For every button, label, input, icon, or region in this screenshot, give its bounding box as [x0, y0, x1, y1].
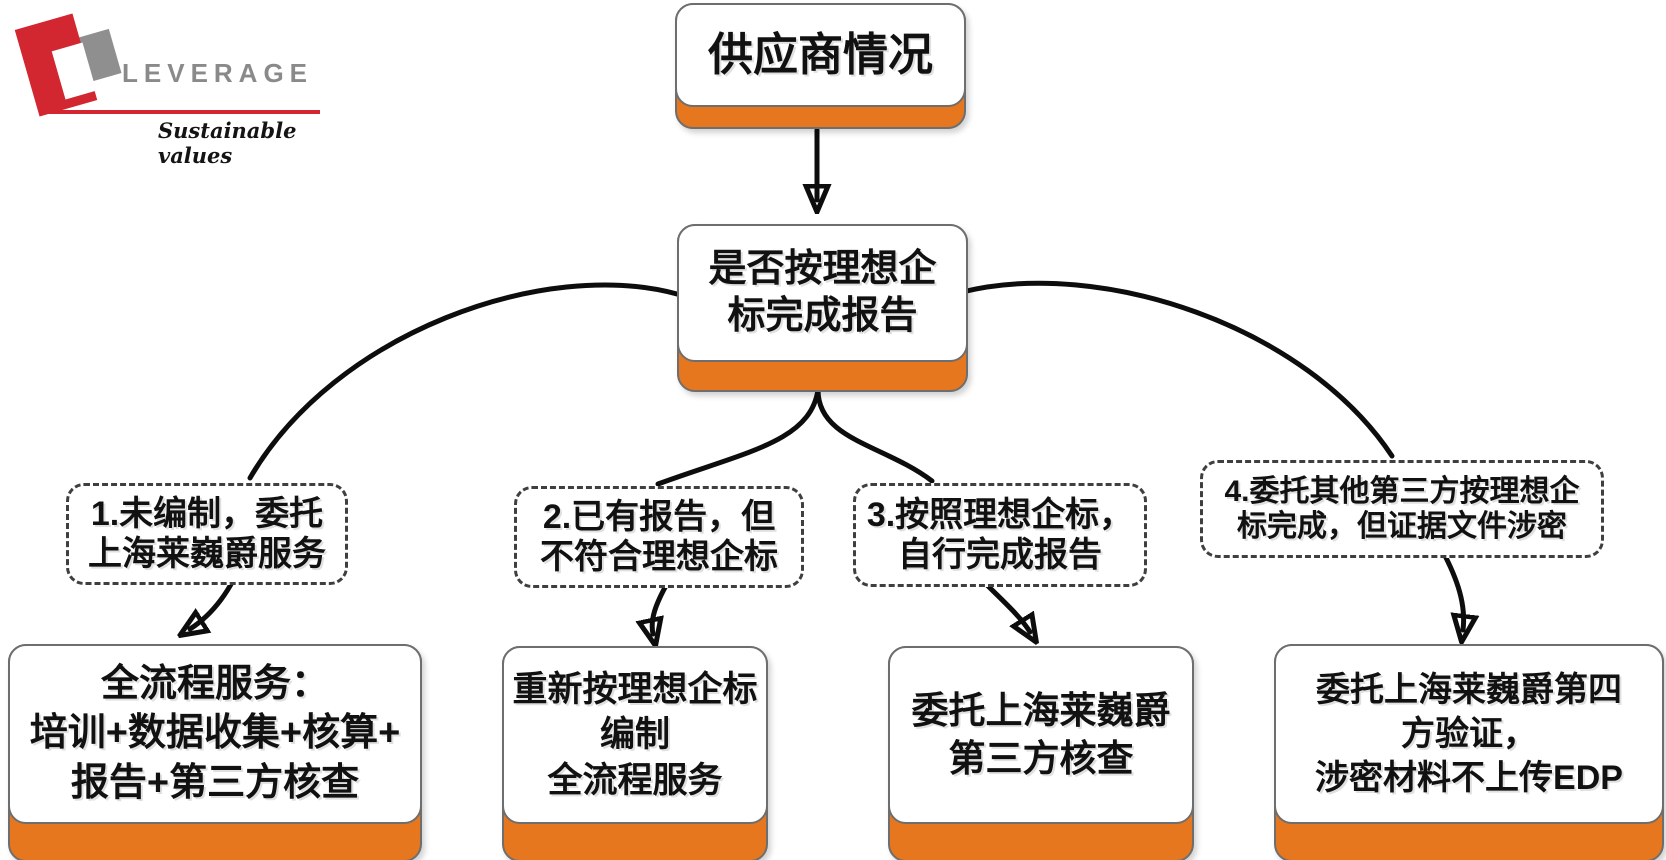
node-start-face: 供应商情况: [675, 3, 966, 107]
result-box-2-face: 重新按理想企标 编制 全流程服务: [502, 646, 768, 824]
company-logo: LEVERAGE Sustainable values: [10, 6, 320, 168]
result-4-line2: 方验证，: [1401, 714, 1537, 753]
brand-name: LEVERAGE: [122, 58, 314, 88]
result-2-line3: 全流程服务: [547, 760, 723, 800]
condition-box-3: 3.按照理想企标， 自行完成报告: [853, 483, 1147, 587]
condition-1-line1: 1.未编制，委托: [90, 494, 324, 533]
result-box-3-face: 委托上海莱巍爵 第三方核查: [888, 646, 1194, 824]
result-box-2: 重新按理想企标 编制 全流程服务: [502, 646, 768, 860]
brand-underline: [48, 110, 320, 114]
node-decision-face: 是否按理想企 标完成报告: [677, 224, 968, 362]
condition-2-line1: 2.已有报告，但: [542, 497, 776, 536]
condition-box-4: 4.委托其他第三方按理想企 标完成，但证据文件涉密: [1200, 460, 1604, 558]
brand-tagline: Sustainable values: [158, 118, 297, 168]
node-start-label: 供应商情况: [707, 29, 933, 81]
result-1-line3: 报告+第三方核查: [70, 761, 360, 804]
result-1-line1: 全流程服务：: [100, 662, 329, 705]
node-decision: 是否按理想企 标完成报告: [677, 224, 968, 392]
result-box-4-face: 委托上海莱巍爵第四 方验证， 涉密材料不上传EDP: [1274, 644, 1664, 824]
connector-decision-to-condition-3: [815, 387, 935, 484]
result-box-3: 委托上海莱巍爵 第三方核查: [888, 646, 1194, 860]
result-3-line2: 第三方核查: [948, 738, 1134, 779]
connector-condition-3-to-result-3: [983, 581, 1030, 632]
connector-decision-to-condition-1: [247, 282, 680, 481]
result-2-line2: 编制: [599, 715, 670, 755]
condition-3-line2: 自行完成报告: [898, 536, 1102, 574]
node-decision-label-line2: 标完成报告: [727, 295, 918, 337]
result-box-1-face: 全流程服务： 培训+数据收集+核算+ 报告+第三方核查: [8, 644, 422, 824]
condition-box-2: 2.已有报告，但 不符合理想企标: [514, 486, 804, 588]
condition-4-line2: 标完成，但证据文件涉密: [1237, 510, 1567, 543]
condition-4-line1: 4.委托其他第三方按理想企: [1224, 474, 1580, 508]
condition-1-line2: 上海莱巍爵服务: [88, 535, 326, 573]
condition-box-1: 1.未编制，委托 上海莱巍爵服务: [66, 483, 348, 585]
condition-2-line2: 不符合理想企标: [540, 538, 778, 576]
result-3-line1: 委托上海莱巍爵: [911, 689, 1171, 731]
result-box-1: 全流程服务： 培训+数据收集+核算+ 报告+第三方核查: [8, 644, 422, 860]
node-decision-label-line1: 是否按理想企: [708, 247, 937, 290]
node-start: 供应商情况: [675, 3, 966, 129]
connector-decision-to-condition-4: [959, 280, 1395, 459]
connector-decision-to-condition-2: [655, 387, 821, 487]
result-2-line1: 重新按理想企标: [512, 669, 758, 709]
result-4-line3: 涉密材料不上传EDP: [1315, 759, 1623, 798]
connector-condition-4-to-result-4: [1439, 547, 1464, 630]
result-4-line1: 委托上海莱巍爵第四: [1316, 670, 1622, 709]
result-box-4: 委托上海莱巍爵第四 方验证， 涉密材料不上传EDP: [1274, 644, 1664, 860]
result-1-line2: 培训+数据收集+核算+: [29, 712, 401, 755]
connector-condition-2-to-result-2: [652, 579, 671, 634]
condition-3-line1: 3.按照理想企标，: [866, 495, 1134, 534]
